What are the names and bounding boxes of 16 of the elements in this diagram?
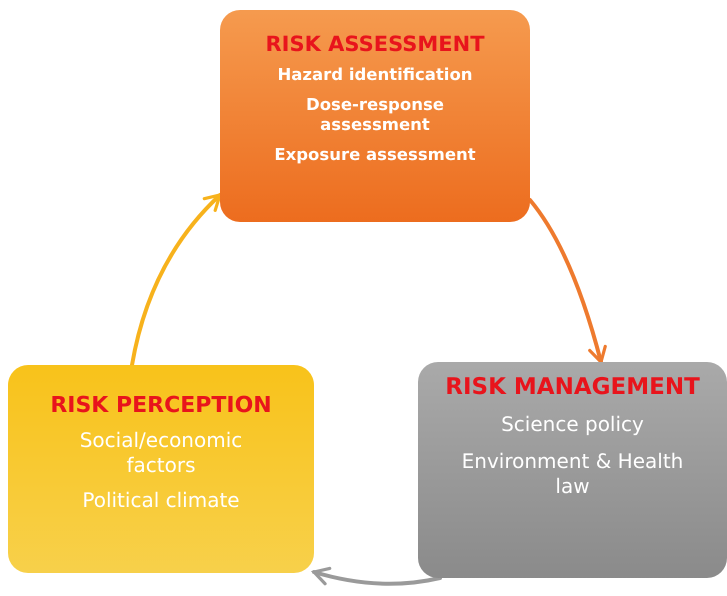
arrow xyxy=(528,198,607,364)
arrow xyxy=(312,566,442,586)
arrow xyxy=(130,193,222,367)
box-heading: RISK MANAGEMENT xyxy=(445,374,700,400)
process-box xyxy=(418,362,727,578)
list-item: Political climate xyxy=(82,488,240,514)
list-item: Social/economic factors xyxy=(78,428,244,478)
box-heading: RISK PERCEPTION xyxy=(50,393,272,418)
process-box xyxy=(8,365,314,573)
list-item: Exposure assessment xyxy=(274,145,476,166)
list-item: Environment & Health law xyxy=(460,449,684,500)
list-item: Hazard identification xyxy=(277,65,473,86)
list-item: Dose-response assessment xyxy=(305,94,445,136)
list-item: Science policy xyxy=(501,412,644,438)
box-heading: RISK ASSESSMENT xyxy=(265,32,485,56)
process-box xyxy=(220,10,530,222)
